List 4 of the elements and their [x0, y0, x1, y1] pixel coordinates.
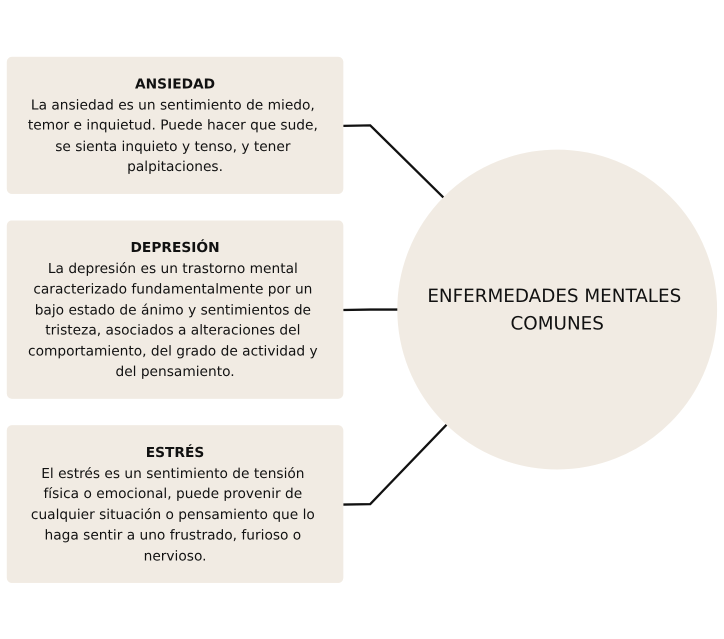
node-circle: ENFERMEDADES MENTALES COMUNES	[397, 149, 718, 470]
connector	[343, 423, 448, 506]
connector	[343, 308, 398, 311]
connector	[343, 124, 444, 198]
